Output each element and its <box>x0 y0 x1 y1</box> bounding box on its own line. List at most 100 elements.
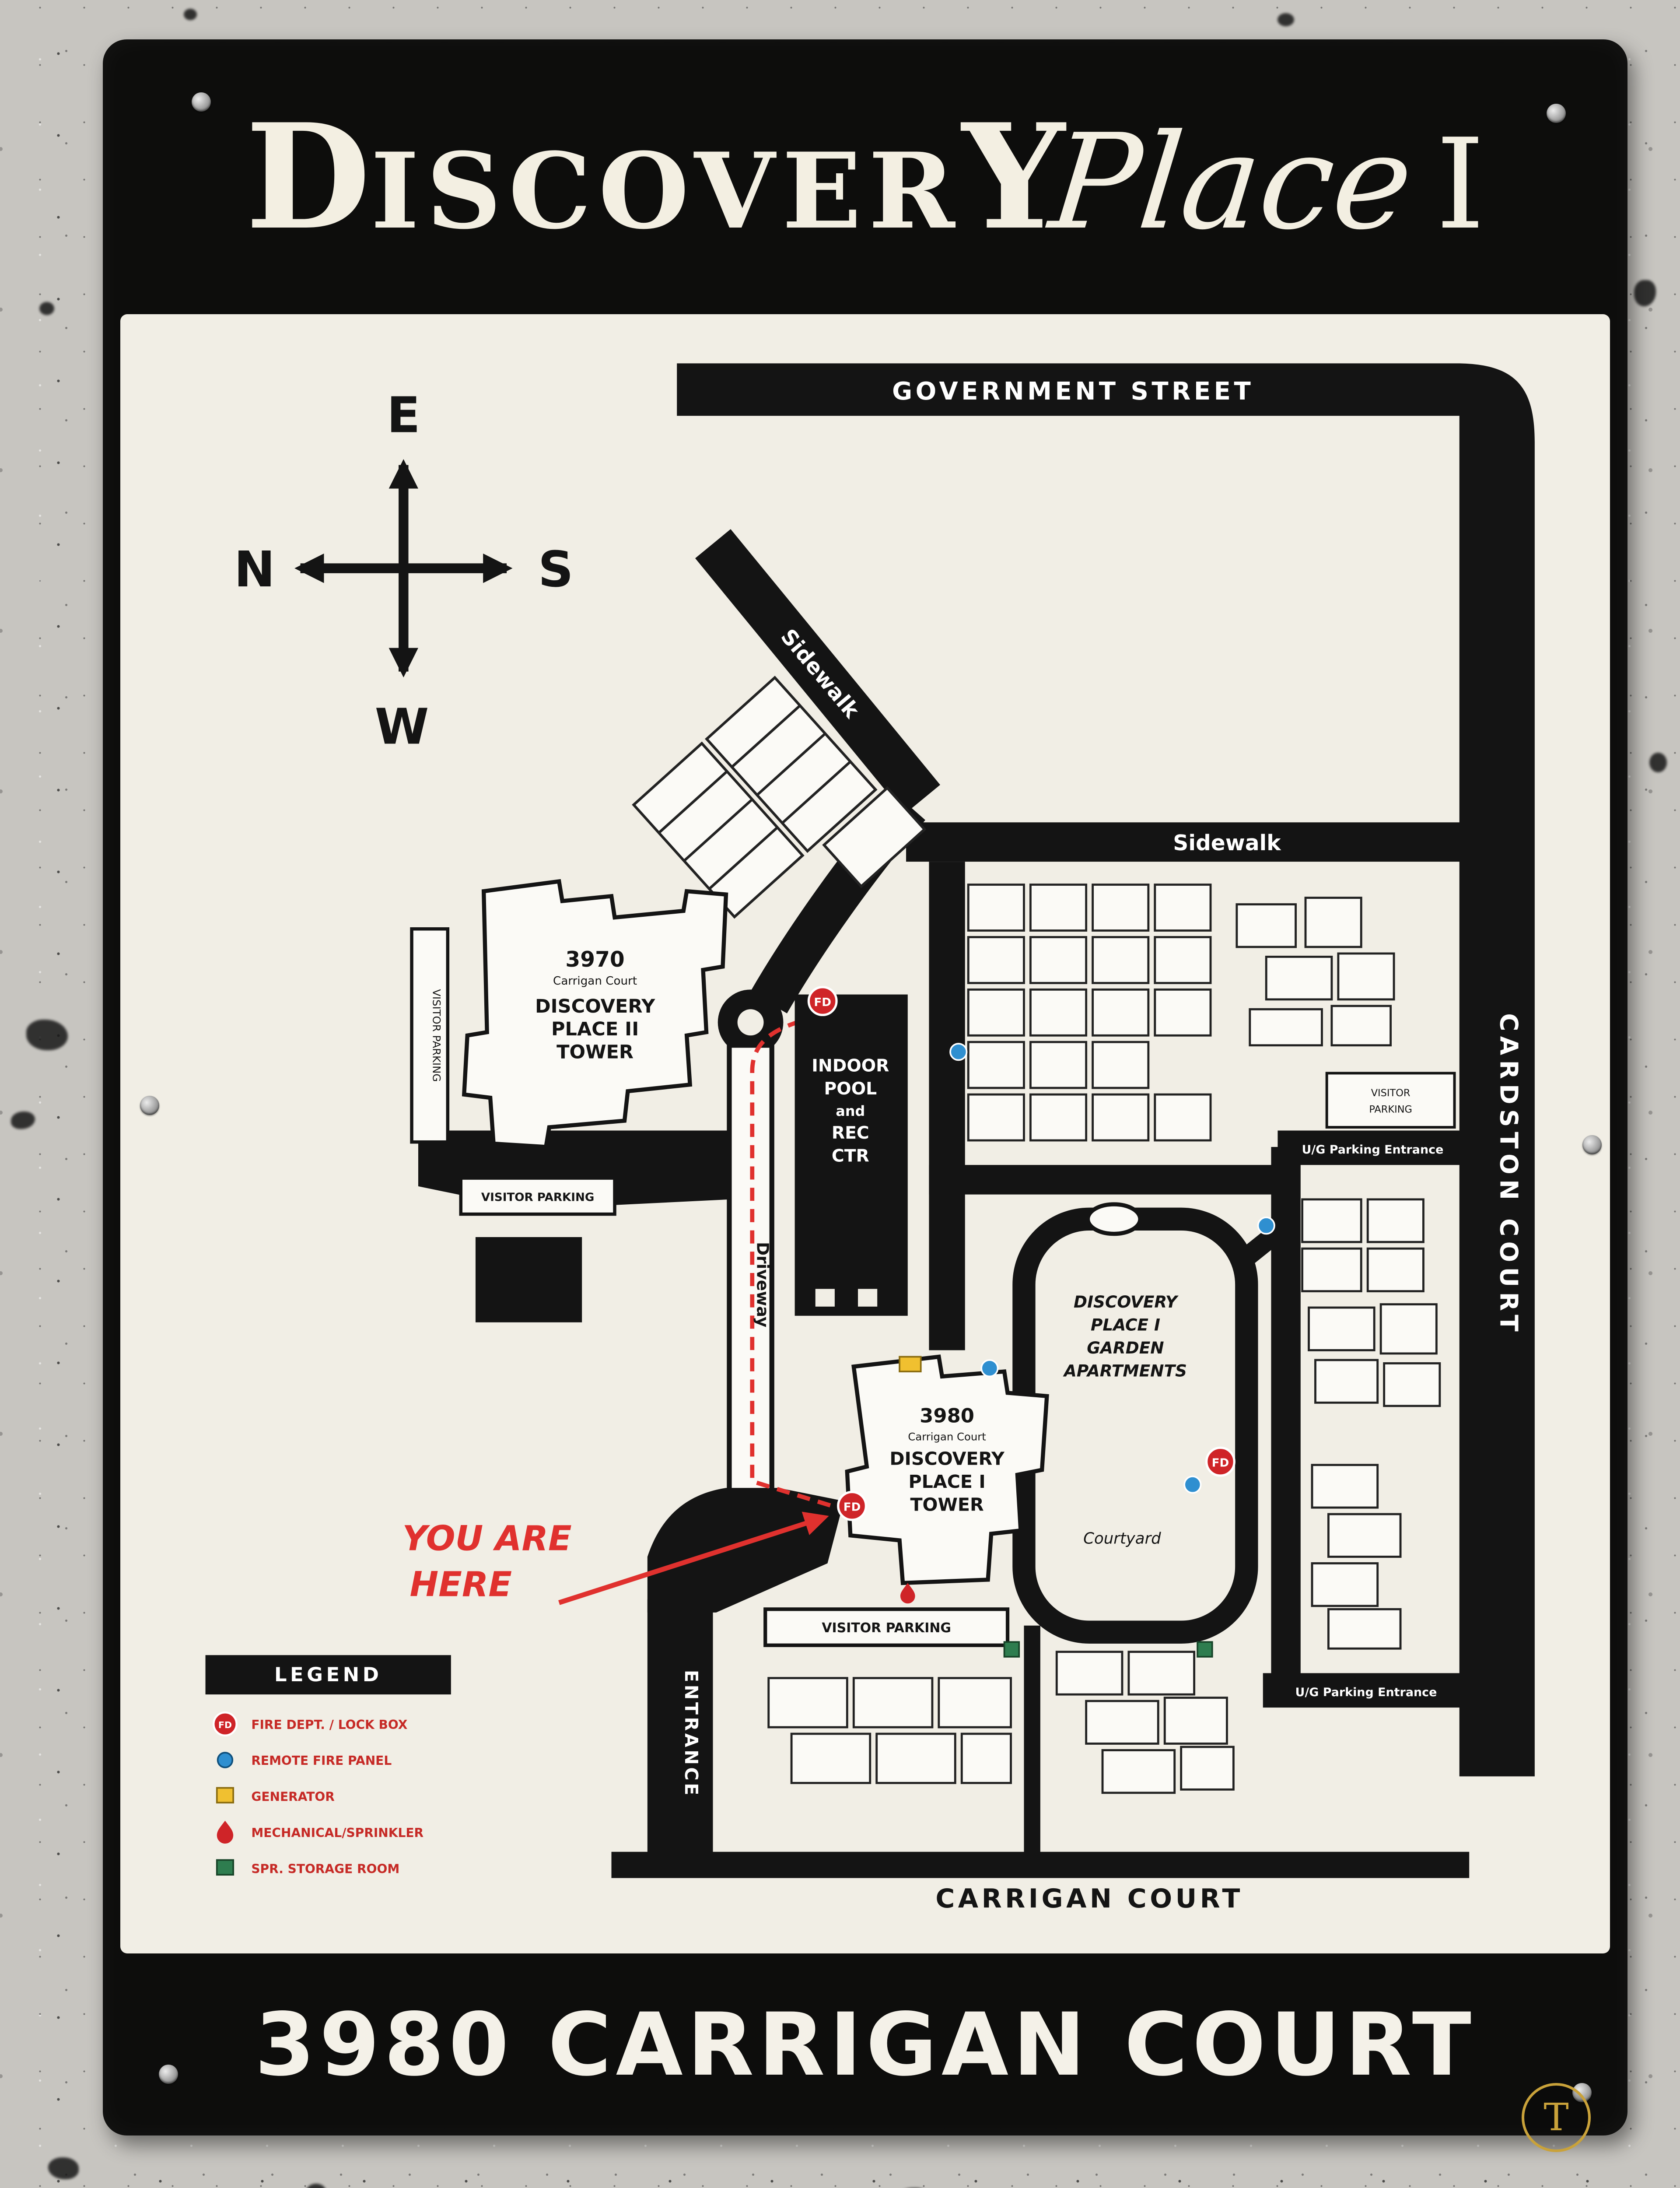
screw <box>140 1096 159 1115</box>
road-network <box>418 363 1535 1878</box>
title-numeral-one: I <box>1435 112 1485 257</box>
entrance-label: ENTRANCE <box>681 1670 702 1798</box>
units-south-right <box>1055 1651 1235 1794</box>
legend-item-storage-room: SPR. STORAGE ROOM <box>216 1859 399 1876</box>
wall-stain <box>1278 13 1294 26</box>
garden-apartments-label: DISCOVERY PLACE I GARDEN APARTMENTS <box>1063 1292 1187 1380</box>
visitor-parking-label: VISITOR PARKING <box>481 1191 595 1204</box>
tower-i-visitor-parking: VISITOR PARKING <box>763 1607 1010 1647</box>
tower-ii-number: 3970 <box>565 947 624 972</box>
rec-line2: POOL <box>824 1079 877 1099</box>
garden-line1: DISCOVERY <box>1074 1292 1179 1311</box>
carrigan-court-road <box>611 1851 1470 1878</box>
sign-footer: 3980 CARRIGAN COURT <box>103 1953 1628 2135</box>
carrigan-court-label: CARRIGAN COURT <box>935 1883 1243 1914</box>
compass-south: S <box>538 541 574 598</box>
garden-line4: APARTMENTS <box>1063 1361 1187 1380</box>
you-are-here-line2: HERE <box>410 1564 512 1604</box>
you-are-here-line1: YOU ARE <box>402 1518 572 1558</box>
fd-circle-icon <box>213 1711 238 1737</box>
rec-line1: INDOOR <box>812 1056 889 1076</box>
generator-marker <box>899 1356 922 1373</box>
rec-line4: REC <box>832 1123 869 1143</box>
title-iscover: ISCOVER <box>371 130 962 252</box>
compass-rose: E N S W <box>234 387 574 756</box>
wall-stain <box>26 1020 68 1050</box>
tower-ii-line3: TOWER <box>556 1041 634 1063</box>
compass-north: N <box>234 541 275 598</box>
visitor-parking-east: VISITOR PARKING <box>1325 1072 1456 1129</box>
tower-i-number: 3980 <box>920 1404 974 1427</box>
wall-stain <box>306 2184 326 2188</box>
wall-stain <box>39 302 54 315</box>
legend-item-fire-dept: FD FIRE DEPT. / LOCK BOX <box>213 1711 408 1737</box>
fd-text: FD <box>814 996 831 1009</box>
fd-marker: FD <box>807 986 838 1017</box>
watermark-letter: T <box>1544 2096 1569 2139</box>
units-south-left <box>767 1677 1012 1784</box>
remote-fire-panel-marker <box>949 1043 968 1061</box>
title-place-script: Place <box>1043 106 1420 259</box>
yellow-square-icon <box>216 1787 234 1804</box>
legend-item-mechanical-sprinkler: MECHANICAL/SPRINKLER <box>217 1820 424 1844</box>
legend-label: SPR. STORAGE ROOM <box>251 1862 399 1876</box>
legend-label: REMOTE FIRE PANEL <box>251 1753 392 1768</box>
visitor-parking-side-label: VISITOR PARKING <box>430 989 443 1082</box>
tower-i-line2: PLACE I <box>908 1471 985 1492</box>
map-markers: FD FD FD <box>807 986 1275 1658</box>
legend-title: LEGEND <box>274 1663 382 1686</box>
tower-i-line1: DISCOVERY <box>889 1448 1005 1469</box>
tower-ii-side-visitor-parking: VISITOR PARKING <box>410 927 450 1144</box>
legend-item-remote-fire-panel: REMOTE FIRE PANEL <box>217 1752 392 1768</box>
tower-ii-building: 3970 Carrigan Court DISCOVERY PLACE II T… <box>462 879 728 1149</box>
legend-item-generator: GENERATOR <box>216 1787 335 1804</box>
ug-entrance-north-label: U/G Parking Entrance <box>1302 1143 1444 1157</box>
storage-room-marker <box>1003 1641 1020 1658</box>
legend-label: MECHANICAL/SPRINKLER <box>251 1826 424 1840</box>
ug-entrance-south-label: U/G Parking Entrance <box>1295 1686 1437 1699</box>
units-northeast <box>1236 897 1395 1047</box>
screw <box>1547 104 1566 123</box>
screw <box>192 92 211 112</box>
wall-stain <box>11 1112 35 1129</box>
fd-marker: FD <box>1205 1446 1236 1477</box>
units-mid-east <box>1301 1198 1424 1293</box>
remote-fire-panel-marker <box>1183 1476 1202 1494</box>
visitor-east-line1: VISITOR <box>1371 1087 1410 1099</box>
tower-i-building: 3980 Carrigan Court DISCOVERY PLACE I TO… <box>845 1354 1049 1585</box>
cardston-court-label: CARDSTON COURT <box>1494 1013 1522 1336</box>
screw <box>1582 1135 1602 1154</box>
fd-text: FD <box>1212 1456 1229 1469</box>
visitor-parking-label: VISITOR PARKING <box>822 1620 951 1636</box>
tower-i-subtitle: Carrigan Court <box>908 1430 986 1443</box>
fd-marker: FD <box>837 1490 867 1521</box>
garden-line3: GARDEN <box>1087 1338 1164 1357</box>
you-are-here-annotation: YOU ARE HERE <box>402 1511 829 1605</box>
fd-text: FD <box>844 1501 861 1514</box>
driveway-junction <box>647 1488 844 1613</box>
loop-connector <box>1230 1218 1292 1273</box>
units-east <box>1308 1303 1441 1407</box>
courtyard-oval <box>1085 1202 1142 1236</box>
wall-stain <box>48 2157 79 2179</box>
government-street-label: GOVERNMENT STREET <box>892 377 1254 406</box>
green-square-icon <box>216 1859 234 1876</box>
you-are-here-arrow <box>558 1511 829 1605</box>
wall-stain <box>184 9 197 20</box>
compass-east: E <box>387 387 420 444</box>
tower-ii-subtitle: Carrigan Court <box>553 975 637 988</box>
fire-route-dashed-line <box>750 1013 838 1510</box>
photographer-watermark: T <box>1522 2083 1591 2152</box>
black-block <box>475 1237 582 1322</box>
title-letter-d: D <box>245 92 371 262</box>
legend-header-bar <box>205 1655 451 1695</box>
rec-line5: CTR <box>832 1147 869 1166</box>
address-text: 3980 CARRIGAN COURT <box>255 1994 1476 2095</box>
wall-stain <box>1634 280 1656 306</box>
ug-entrance-south-bar <box>1263 1673 1470 1708</box>
legend-label: GENERATOR <box>251 1790 335 1804</box>
entrance-road <box>647 1599 713 1869</box>
